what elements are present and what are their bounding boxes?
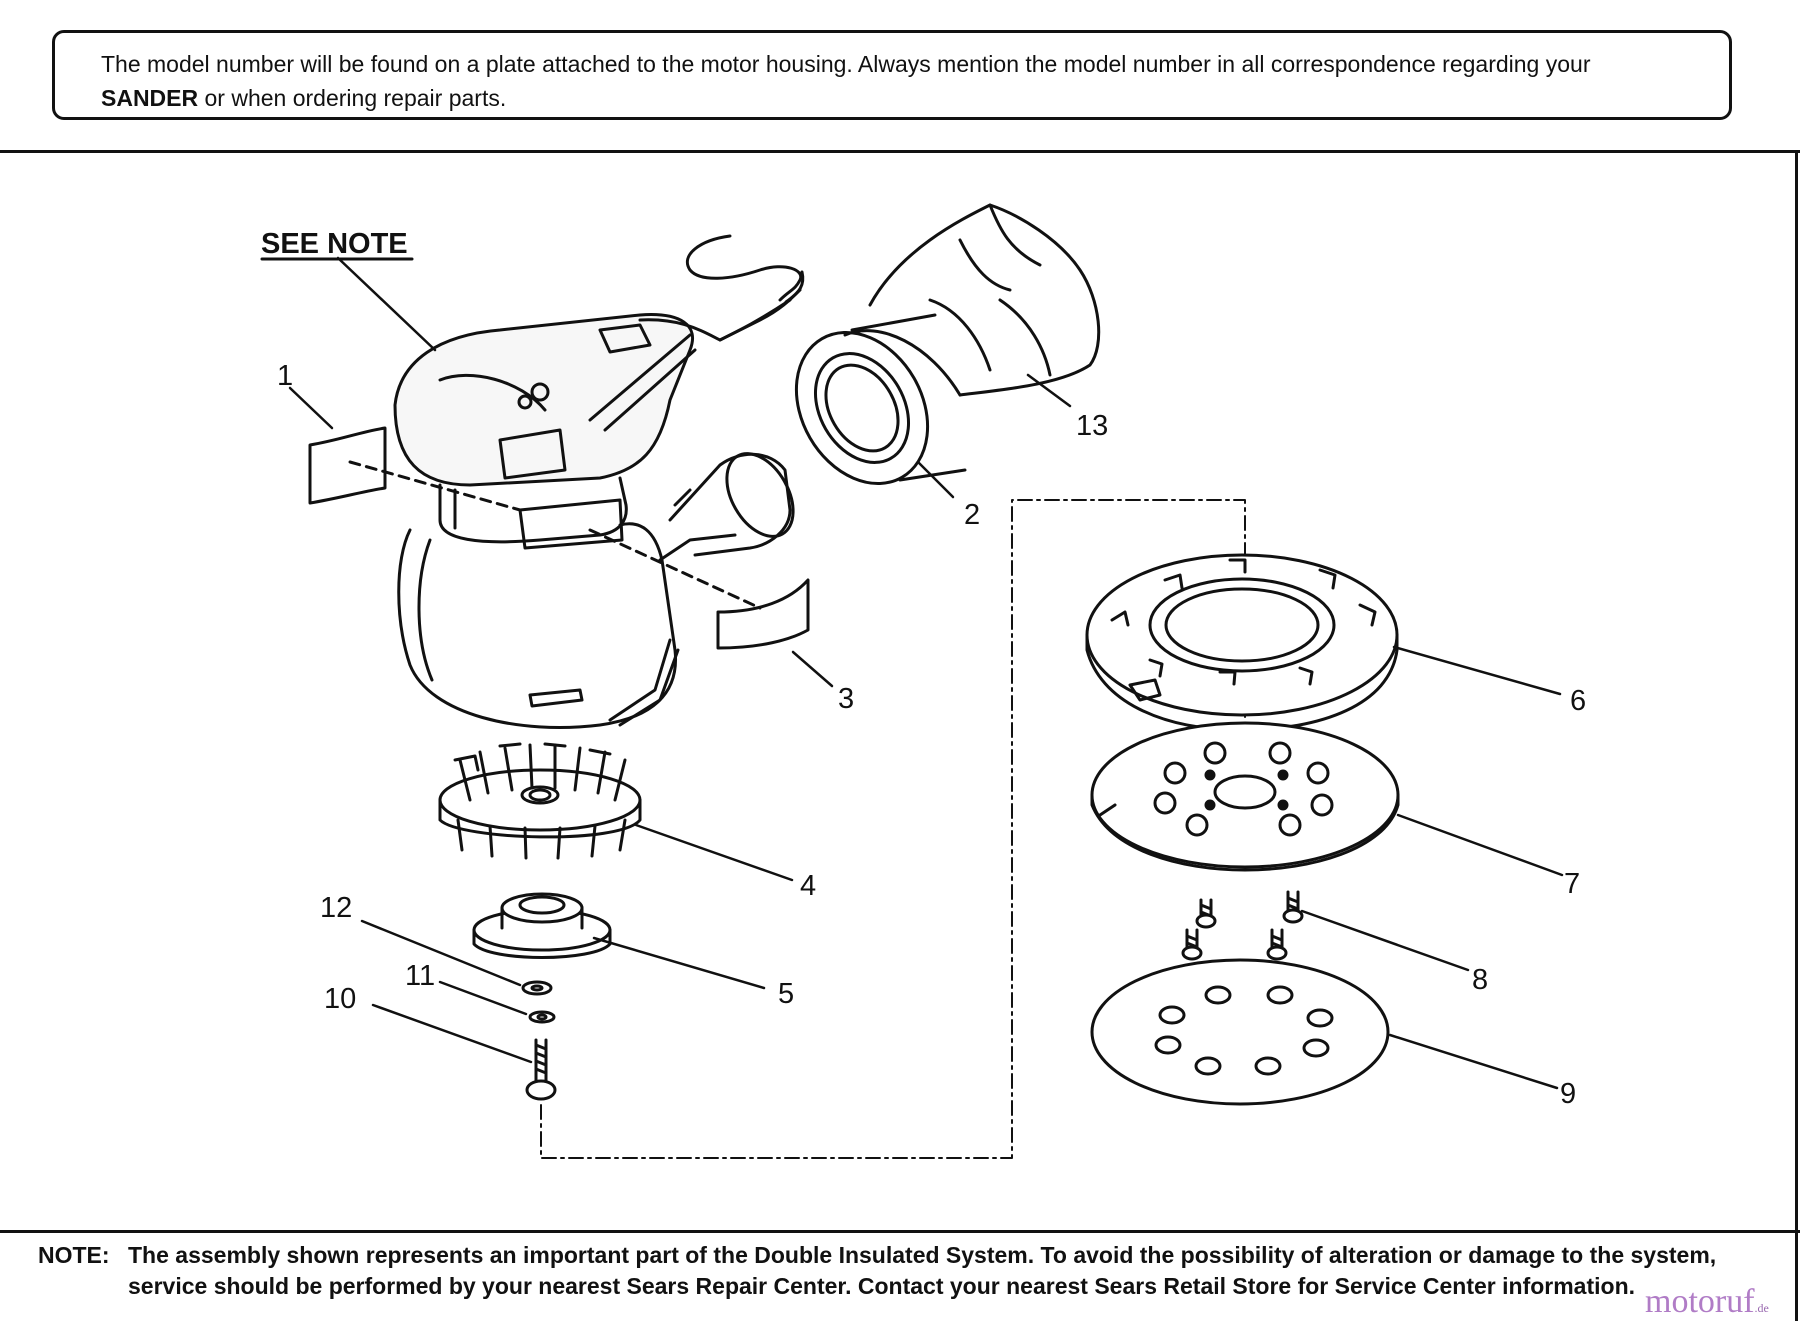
- callout-1: 1: [277, 360, 293, 392]
- backing-pad: [1090, 721, 1400, 872]
- callout-8: 8: [1472, 964, 1488, 996]
- footer-note-label: NOTE:: [38, 1242, 110, 1268]
- label-3-leader: [588, 528, 762, 610]
- pad-screws: [1181, 890, 1304, 961]
- sanding-disc: [1090, 958, 1390, 1106]
- callout-12: 12: [320, 892, 352, 924]
- callout-5: 5: [778, 978, 794, 1010]
- watermark-text: motoruf: [1645, 1283, 1755, 1320]
- callout-2: 2: [964, 499, 980, 531]
- assembly-connection-line: [540, 499, 1246, 1159]
- callout-7: 7: [1564, 868, 1580, 900]
- model-note-text: The model number will be found on a plat…: [101, 51, 1591, 77]
- label-1-leader: [348, 460, 522, 512]
- screw: [525, 1038, 557, 1101]
- fan-impeller: [438, 742, 642, 860]
- see-note-label: SEE NOTE: [261, 228, 408, 260]
- watermark-suffix: .de: [1754, 1301, 1769, 1315]
- bearing-housing: [472, 892, 612, 959]
- frame-top-rule: [0, 150, 1800, 153]
- callout-10: 10: [324, 983, 356, 1015]
- callout-11: 11: [405, 960, 435, 992]
- label-part-3: [716, 578, 810, 650]
- callout-13: 13: [1076, 410, 1108, 442]
- callout-6: 6: [1570, 685, 1586, 717]
- callout-9: 9: [1560, 1078, 1576, 1110]
- dust-adapter-ring: [794, 313, 967, 485]
- watermark-logo: motoruf.de: [1645, 1283, 1769, 1321]
- pad-retainer: [1085, 553, 1399, 732]
- footer-note-text: The assembly shown represents an importa…: [128, 1242, 1717, 1299]
- model-number-note-box: The model number will be found on a plat…: [52, 30, 1732, 120]
- frame-right-rule: [1795, 150, 1798, 1321]
- lock-washer: [528, 1010, 556, 1024]
- flat-washer: [521, 980, 553, 996]
- sander-motor-housing: [393, 234, 805, 729]
- frame-bottom-rule: [0, 1230, 1800, 1233]
- dust-bag: [868, 203, 1101, 397]
- model-note-text-end: or when ordering repair parts.: [198, 85, 507, 111]
- label-part-1: [308, 426, 387, 505]
- leader-lines: [288, 256, 1564, 1090]
- dust-port: [668, 452, 795, 557]
- model-note-sander: SANDER: [101, 85, 199, 111]
- callout-4: 4: [800, 870, 816, 902]
- callout-3: 3: [838, 683, 854, 715]
